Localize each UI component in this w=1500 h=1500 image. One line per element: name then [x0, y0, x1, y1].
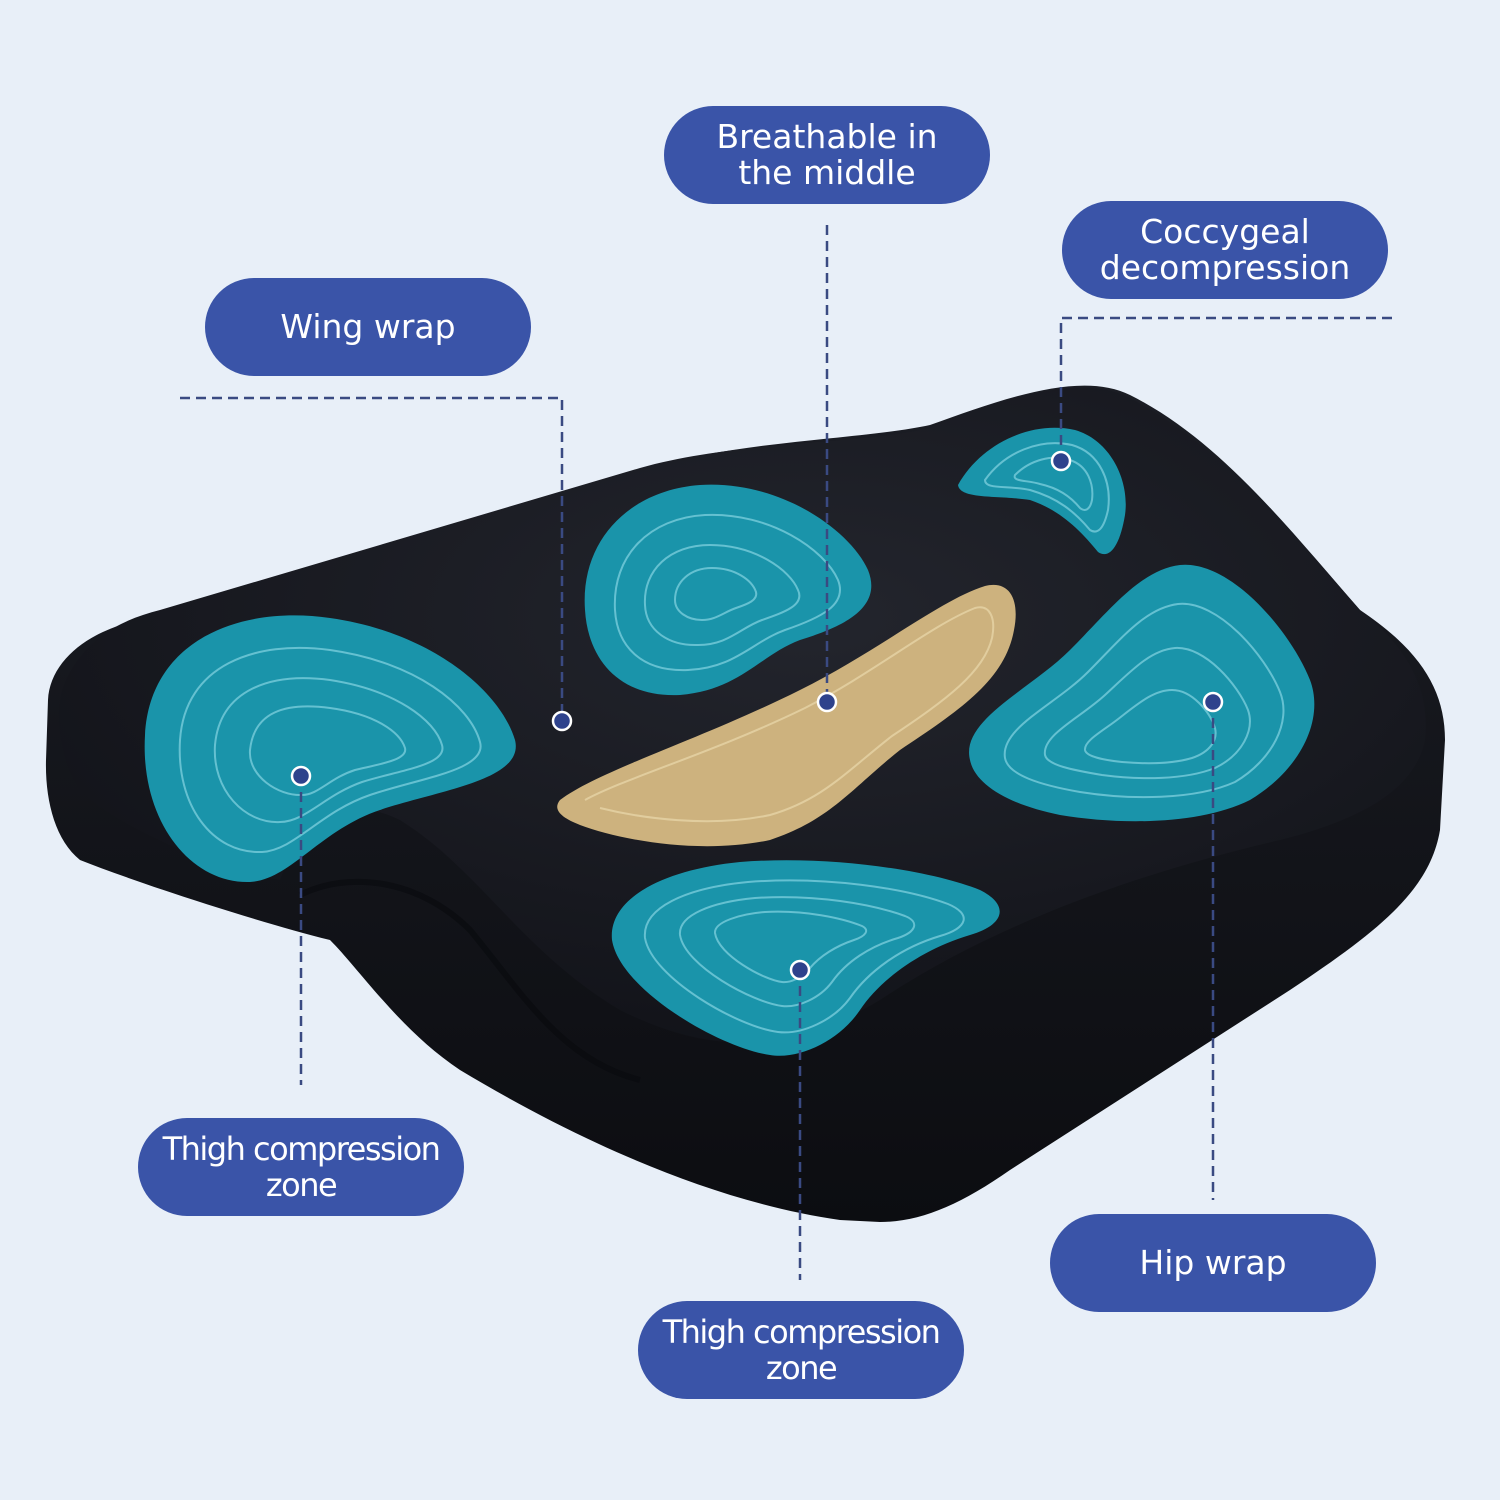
label-thigh-left: Thigh compression zone [138, 1118, 464, 1216]
marker-dots [290, 450, 1224, 981]
marker-hip [1202, 691, 1224, 713]
label-breathable-text: Breathable in the middle [716, 117, 938, 192]
leader-lines [180, 225, 1392, 1280]
leader-wing [180, 396, 564, 720]
gel-zone-right [969, 564, 1315, 822]
gel-zone-left [144, 615, 516, 883]
label-thigh-left-text: Thigh compression zone [162, 1130, 441, 1204]
marker-coccygeal [1050, 450, 1072, 472]
cushion-top [59, 387, 1426, 1043]
label-coccygeal: Coccygeal decompression [1062, 201, 1388, 299]
label-hip: Hip wrap [1050, 1214, 1376, 1312]
label-hip-text: Hip wrap [1139, 1243, 1287, 1282]
gel-zone-coccyx [958, 427, 1126, 555]
breathable-zone [557, 584, 1016, 847]
label-breathable: Breathable in the middle [664, 106, 990, 204]
marker-breathable [816, 691, 838, 713]
label-coccygeal-text: Coccygeal decompression [1099, 212, 1351, 287]
front-thigh-channel [298, 878, 641, 1083]
label-thigh-front-text: Thigh compression zone [662, 1313, 941, 1387]
label-wing-text: Wing wrap [280, 307, 456, 346]
marker-thigh-front [789, 959, 811, 981]
leader-coccygeal [1059, 316, 1392, 460]
label-thigh-front: Thigh compression zone [638, 1301, 964, 1399]
gel-zone-front [611, 860, 1000, 1056]
marker-wing [551, 710, 573, 732]
marker-thigh-left [290, 765, 312, 787]
gel-zone-back-left [584, 484, 872, 696]
label-wing: Wing wrap [205, 278, 531, 376]
